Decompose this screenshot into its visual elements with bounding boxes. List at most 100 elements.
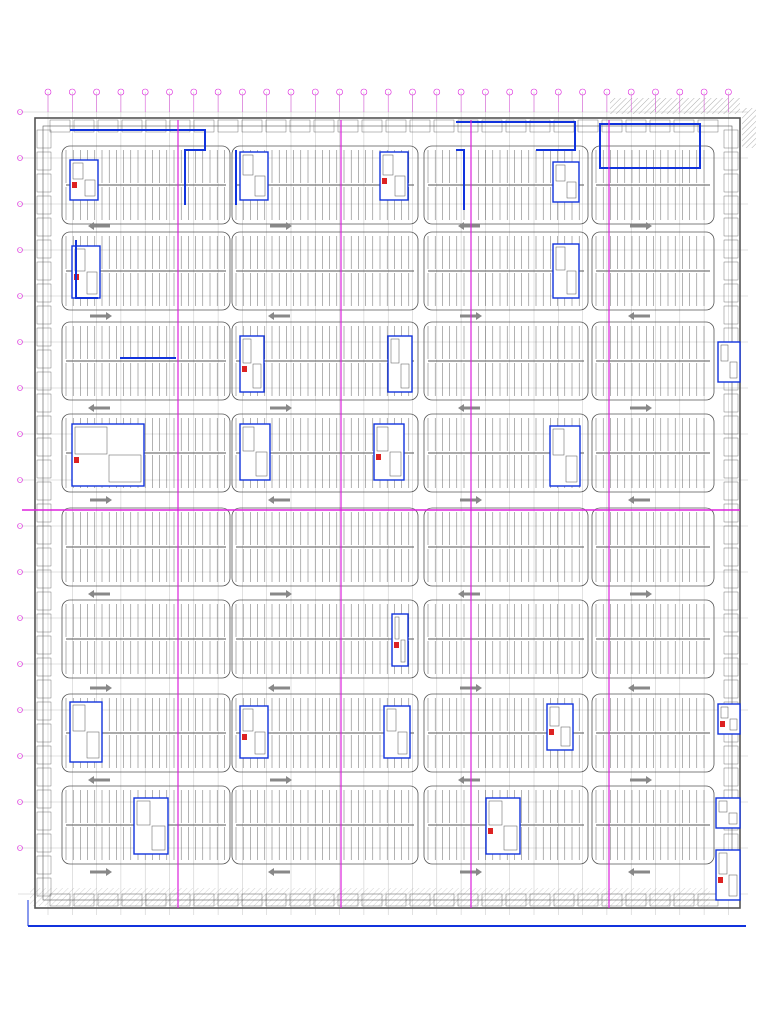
- perimeter-stall-bottom: [601, 893, 623, 907]
- perimeter-stall-bottom: [409, 893, 431, 907]
- grid-bubble-left: [17, 523, 23, 529]
- parking-island: [591, 321, 715, 401]
- perimeter-stall-top: [601, 119, 623, 133]
- arrow-icon: [628, 312, 650, 320]
- parking-island: [61, 321, 231, 401]
- parking-blocks: [61, 145, 715, 865]
- blue-wall: [75, 240, 98, 299]
- elevator-shaft: [555, 246, 566, 271]
- perimeter-stall-left: [36, 129, 52, 149]
- perimeter-stall-left: [36, 437, 52, 457]
- grid-bubbles: [17, 88, 732, 851]
- parking-island: [231, 231, 419, 311]
- perimeter-stall-top: [433, 119, 455, 133]
- perimeter-stall-right: [723, 217, 739, 237]
- elevator-shaft: [72, 162, 84, 180]
- perimeter-stall-bottom: [97, 893, 119, 907]
- perimeter-stall-right: [723, 569, 739, 589]
- stair-flight: [400, 639, 406, 663]
- perimeter-stall-left: [36, 723, 52, 743]
- perimeter-stall-bottom: [145, 893, 167, 907]
- elevator-shaft: [242, 426, 255, 452]
- perimeter-stall-bottom: [361, 893, 383, 907]
- perimeter-stall-right: [723, 239, 739, 259]
- arrow-icon: [458, 222, 480, 230]
- equipment-icon: [242, 734, 247, 740]
- perimeter-stall-top: [241, 119, 263, 133]
- stair-flight: [503, 825, 518, 851]
- grid-bubble-left: [17, 385, 23, 391]
- grid-bubble-left: [17, 799, 23, 805]
- stair-core-icon: [239, 705, 269, 759]
- stair-flight: [151, 825, 166, 851]
- perimeter-stall-left: [36, 283, 52, 303]
- perimeter-stall-left: [36, 239, 52, 259]
- stair-flight: [86, 271, 98, 295]
- arrow-icon: [268, 868, 290, 876]
- stair-flight: [254, 731, 266, 755]
- arrow-icon: [628, 684, 650, 692]
- arrow-icon: [90, 312, 112, 320]
- perimeter-stall-left: [36, 261, 52, 281]
- perimeter-stall-top: [121, 119, 143, 133]
- arrow-icon: [270, 590, 292, 598]
- perimeter-stall-bottom: [265, 893, 287, 907]
- perimeter-stall-right: [723, 635, 739, 655]
- perimeter-stall-left: [36, 327, 52, 347]
- perimeter-stall-bottom: [193, 893, 215, 907]
- parking-island: [591, 413, 715, 493]
- blue-wall: [70, 129, 206, 205]
- perimeter-stall-left: [36, 745, 52, 765]
- grid-bubble-left: [17, 477, 23, 483]
- parking-island: [591, 785, 715, 865]
- blue-wall: [456, 149, 465, 210]
- stair-flight: [254, 175, 266, 197]
- perimeter-stall-right: [723, 481, 739, 501]
- perimeter-stall-left: [36, 591, 52, 611]
- arrow-icon: [270, 222, 292, 230]
- grid-bubble-left: [17, 293, 23, 299]
- perimeter-stall-top: [265, 119, 287, 133]
- parking-island: [231, 693, 419, 773]
- perimeter-stall-bottom: [529, 893, 551, 907]
- perimeter-stall-right: [723, 833, 739, 853]
- arrow-icon: [90, 868, 112, 876]
- perimeter-stall-left: [36, 151, 52, 171]
- perimeter-stall-top: [457, 119, 479, 133]
- perimeter-stall-right: [723, 745, 739, 765]
- arrow-icon: [458, 404, 480, 412]
- perimeter-stall-top: [145, 119, 167, 133]
- stair-flight: [565, 455, 578, 483]
- perimeter-stall-left: [36, 217, 52, 237]
- arrow-icon: [628, 496, 650, 504]
- parking-island: [61, 145, 231, 225]
- blue-wall: [599, 123, 701, 169]
- arrow-icon: [270, 404, 292, 412]
- arrow-icon: [268, 312, 290, 320]
- perimeter-stall-top: [313, 119, 335, 133]
- perimeter-stall-bottom: [649, 893, 671, 907]
- perimeter-stall-bottom: [313, 893, 335, 907]
- equipment-icon: [549, 729, 554, 735]
- perimeter-stall-right: [723, 767, 739, 787]
- stair-flight: [728, 874, 738, 897]
- stair-flight: [397, 731, 408, 755]
- perimeter-stall-right: [723, 503, 739, 523]
- equipment-icon: [242, 366, 247, 372]
- parking-island: [591, 507, 715, 587]
- perimeter-stall-left: [36, 393, 52, 413]
- blue-baseline: [27, 900, 746, 927]
- perimeter-stall-top: [337, 119, 359, 133]
- perimeter-stall-right: [723, 459, 739, 479]
- perimeter-stall-right: [723, 393, 739, 413]
- perimeter-stall-top: [361, 119, 383, 133]
- parking-island: [61, 785, 231, 865]
- arrow-icon: [630, 222, 652, 230]
- perimeter-stall-bottom: [553, 893, 575, 907]
- perimeter-stall-bottom: [289, 893, 311, 907]
- stair-flight: [252, 363, 262, 389]
- stair-core-icon: [717, 341, 741, 383]
- perimeter-stall-top: [217, 119, 239, 133]
- perimeter-stall-top: [649, 119, 671, 133]
